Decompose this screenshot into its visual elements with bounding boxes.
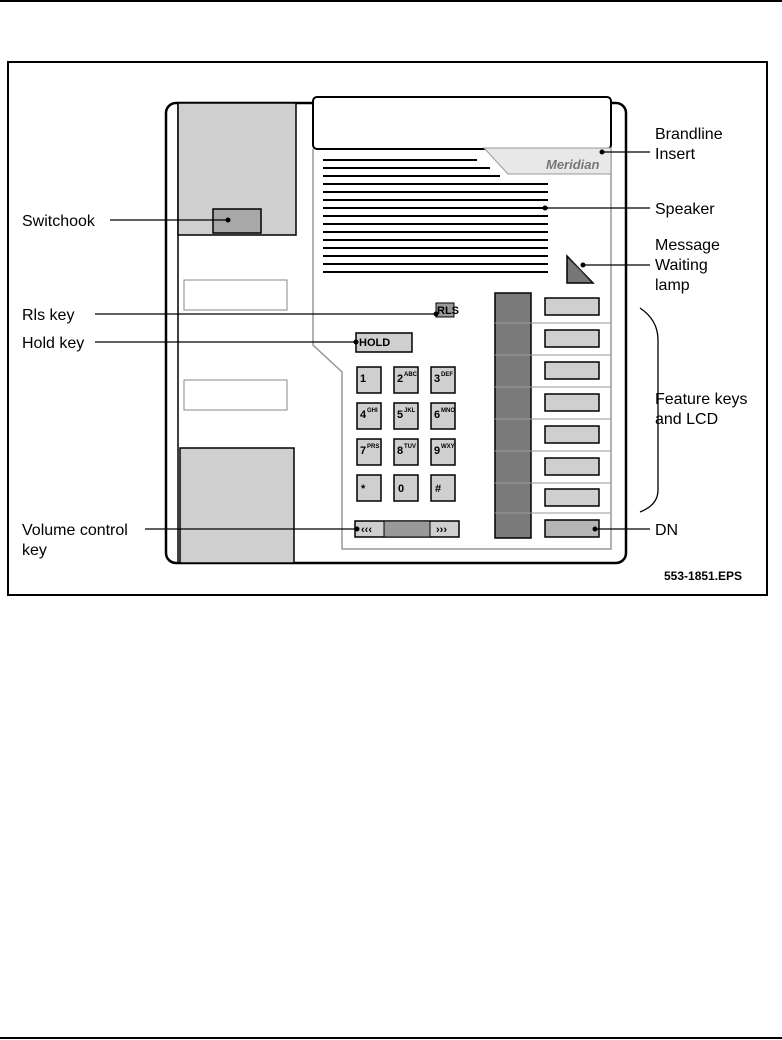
face-panel xyxy=(312,149,612,550)
svg-text:PRS: PRS xyxy=(367,444,379,450)
volume-control-key[interactable]: ‹‹‹ ››› xyxy=(354,520,460,538)
label-volume-control: Volume control xyxy=(22,522,128,539)
keypad: 1 2 ABC 3 DEF 4 GHI 5 JKL 6 MNO 7 PRS 8 … xyxy=(356,366,456,502)
lcd-display xyxy=(494,292,532,539)
svg-text:#: # xyxy=(435,483,441,495)
brandline-logo: Meridian xyxy=(546,157,600,172)
svg-text:1: 1 xyxy=(360,373,366,385)
label-volume-key: key xyxy=(22,542,47,559)
designation-strip-upper xyxy=(183,279,288,311)
handset-bottom xyxy=(179,447,295,564)
svg-text:MNO: MNO xyxy=(441,408,455,414)
key-2[interactable] xyxy=(393,366,419,394)
volume-down-icon: ‹‹‹ xyxy=(361,524,372,536)
designation-strip-lower xyxy=(183,379,288,411)
feature-keys xyxy=(531,297,611,538)
svg-text:ABC: ABC xyxy=(404,372,418,378)
key-hash[interactable] xyxy=(430,474,456,502)
figure-id: 553-1851.EPS xyxy=(664,569,742,583)
key-star[interactable] xyxy=(356,474,382,502)
feature-key-3[interactable] xyxy=(544,361,600,380)
svg-text:2: 2 xyxy=(397,373,403,385)
key-5[interactable] xyxy=(393,402,419,430)
leader-lines xyxy=(95,151,659,530)
feature-key-2[interactable] xyxy=(544,329,600,348)
label-lamp: lamp xyxy=(655,277,690,294)
label-feature-keys: Feature keys xyxy=(655,391,747,408)
key-7[interactable] xyxy=(356,438,382,466)
label-hold-key: Hold key xyxy=(22,335,84,352)
label-speaker: Speaker xyxy=(655,201,715,218)
key-1[interactable] xyxy=(356,366,382,394)
hold-key-label: HOLD xyxy=(359,337,390,349)
feature-key-6[interactable] xyxy=(544,457,600,476)
label-switchhook: Switchook xyxy=(22,213,96,230)
rls-key[interactable] xyxy=(435,302,455,318)
svg-text:4: 4 xyxy=(360,409,367,421)
rls-key-label: RLS xyxy=(437,305,459,317)
key-4[interactable] xyxy=(356,402,382,430)
feature-key-5[interactable] xyxy=(544,425,600,444)
speaker-grille xyxy=(323,159,548,273)
label-dn: DN xyxy=(655,522,678,539)
svg-text:8: 8 xyxy=(397,445,403,457)
svg-text:WXY: WXY xyxy=(441,444,455,450)
svg-text:6: 6 xyxy=(434,409,440,421)
figure-frame xyxy=(7,61,768,596)
label-waiting: Waiting xyxy=(655,257,708,274)
label-brandline: Brandline xyxy=(655,126,723,143)
key-0[interactable] xyxy=(393,474,419,502)
svg-text:DEF: DEF xyxy=(441,372,453,378)
svg-text:7: 7 xyxy=(360,445,366,457)
key-9[interactable] xyxy=(430,438,456,466)
volume-up-icon: ››› xyxy=(436,524,447,536)
bottom-rule xyxy=(0,1037,782,1039)
feature-key-1[interactable] xyxy=(544,297,600,316)
brandline-housing xyxy=(312,96,612,150)
svg-text:3: 3 xyxy=(434,373,440,385)
feature-key-7[interactable] xyxy=(544,488,600,507)
label-rls-key: Rls key xyxy=(22,307,74,324)
dn-key[interactable] xyxy=(544,519,600,538)
label-brandline-insert: Insert xyxy=(655,146,696,163)
svg-text:*: * xyxy=(361,483,366,495)
brandline-insert xyxy=(482,147,612,175)
svg-text:TUV: TUV xyxy=(404,444,416,450)
label-and-lcd: and LCD xyxy=(655,411,718,428)
svg-text:JKL: JKL xyxy=(404,408,416,414)
key-6[interactable] xyxy=(430,402,456,430)
leader-dots xyxy=(225,149,605,532)
switchhook[interactable] xyxy=(212,208,262,234)
svg-text:GHI: GHI xyxy=(367,408,378,414)
key-8[interactable] xyxy=(393,438,419,466)
svg-text:0: 0 xyxy=(398,483,404,495)
svg-text:5: 5 xyxy=(397,409,403,421)
top-rule xyxy=(0,0,782,2)
feature-key-4[interactable] xyxy=(544,393,600,412)
label-message: Message xyxy=(655,237,720,254)
svg-text:9: 9 xyxy=(434,445,440,457)
key-3[interactable] xyxy=(430,366,456,394)
